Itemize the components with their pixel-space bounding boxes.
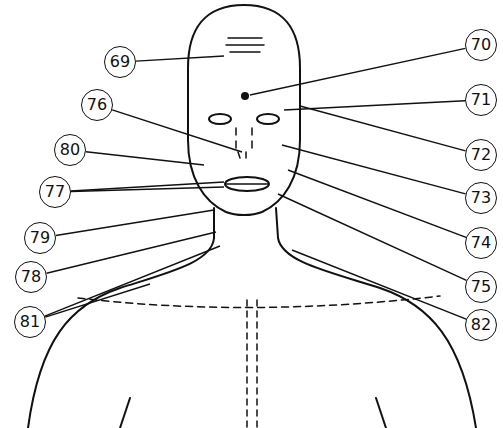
callout-circle: 70 [465,29,497,61]
leader-line [250,48,465,95]
callout-circle: 75 [465,271,497,303]
callout-circle: 71 [465,84,497,116]
callout-number: 81 [20,314,40,330]
callout-circle: 78 [15,261,47,293]
leader-line [56,210,214,235]
callout-circle: 79 [24,222,56,254]
leader-line [278,194,466,280]
callout-number: 72 [471,147,491,163]
leader-line [71,182,224,191]
callout-number: 71 [471,92,491,108]
callout-number: 80 [60,142,80,158]
leader-line [300,106,466,151]
leader-line [136,56,224,61]
leader-line [112,110,242,152]
callout-circle: 82 [465,309,497,341]
callout-circle: 73 [465,182,497,214]
callout-number: 82 [471,317,491,333]
callout-circle: 76 [81,89,113,121]
callout-number: 76 [87,97,107,113]
callout-number: 70 [471,37,491,53]
callout-circle: 81 [14,306,46,338]
leader-line [71,187,224,192]
callout-number: 79 [30,230,50,246]
callout-circle: 72 [465,139,497,171]
callout-circle: 80 [54,134,86,166]
leader-line [47,232,216,273]
leader-line [86,152,204,165]
leader-line [288,170,466,237]
callout-circle: 69 [104,46,136,78]
callout-number: 69 [110,54,130,70]
callout-number: 73 [471,190,491,206]
callout-number: 77 [45,184,65,200]
callout-number: 74 [471,235,491,251]
callout-circle: 77 [39,176,71,208]
callout-circle: 74 [465,227,497,259]
leader-line [45,246,220,316]
callout-number: 75 [471,279,491,295]
callout-number: 78 [21,269,41,285]
leader-line [282,145,466,194]
leader-line [292,250,466,319]
leader-line [45,284,150,317]
